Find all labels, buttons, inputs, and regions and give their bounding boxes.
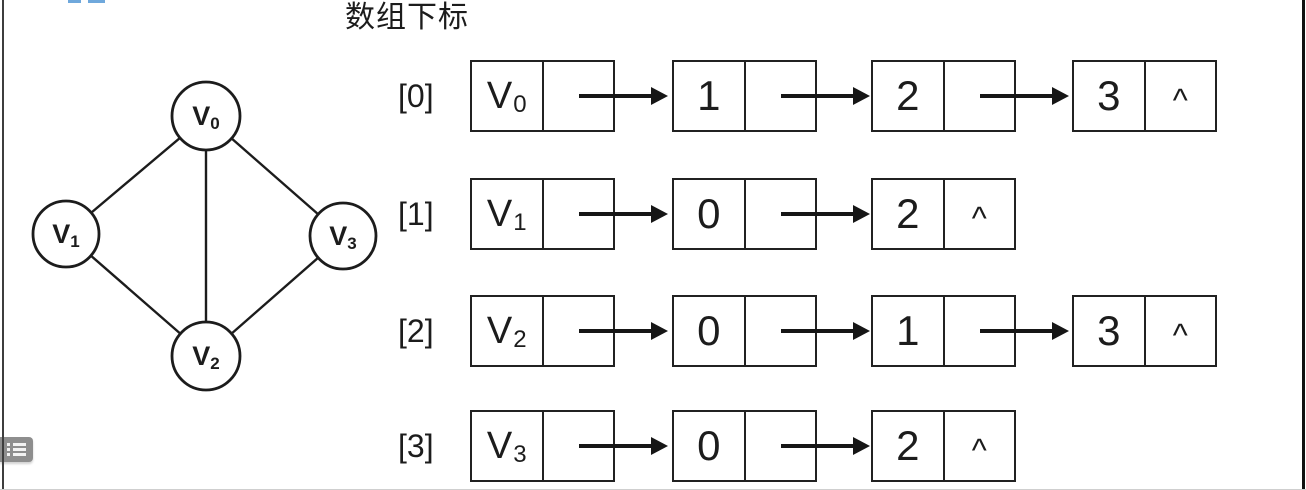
data-cell: 3: [1074, 62, 1146, 130]
vertex-subscript: 3: [513, 441, 527, 468]
vertex-label: V: [486, 193, 513, 235]
pointer-arrow-icon: [781, 205, 870, 223]
clipped-blue-mark: [88, 0, 105, 3]
row-index-label: [2]: [398, 312, 434, 349]
vertex-subscript: 0: [513, 91, 527, 118]
graph-node-v3: [308, 201, 378, 271]
window-left-border: [2, 0, 4, 490]
window-right-border: [1302, 0, 1305, 490]
pointer-cell: ^: [945, 412, 1015, 480]
data-cell: 1: [674, 62, 746, 130]
data-cell: 3: [1074, 297, 1146, 365]
list-node-box: 1: [871, 295, 1016, 367]
pointer-arrow-icon: [980, 87, 1069, 105]
data-cell: 2: [873, 412, 945, 480]
list-node-box: 3^: [1072, 295, 1217, 367]
graph-node-v0: [170, 80, 242, 152]
pointer-arrow-icon: [579, 437, 668, 455]
vertex-subscript: 1: [513, 209, 527, 236]
list-node-box: 2^: [871, 410, 1016, 482]
graph-node-v2: [170, 320, 242, 392]
row-index-label: [3]: [398, 427, 434, 464]
pointer-cell: ^: [945, 180, 1015, 248]
data-cell: 0: [674, 297, 746, 365]
data-cell: 2: [873, 62, 945, 130]
pointer-arrow-icon: [781, 87, 870, 105]
data-cell: 0: [674, 180, 746, 248]
vertex-label: V: [486, 75, 513, 117]
graph-node-v1: [31, 199, 101, 269]
pointer-cell: ^: [1146, 297, 1216, 365]
pointer-arrow-icon: [579, 322, 668, 340]
list-node-box: 0: [672, 295, 817, 367]
data-cell: 0: [674, 412, 746, 480]
pointer-arrow-icon: [781, 322, 870, 340]
pointer-arrow-icon: [579, 205, 668, 223]
null-marker: ^: [971, 200, 987, 236]
list-node-box: 2^: [871, 178, 1016, 250]
vertex-label: V: [486, 425, 513, 467]
null-marker: ^: [971, 432, 987, 468]
null-marker: ^: [1172, 317, 1188, 353]
data-cell: 1: [873, 297, 945, 365]
toc-tab-button[interactable]: [0, 437, 33, 462]
array-index-caption: 数组下标: [345, 1, 469, 34]
list-node-box: 3^: [1072, 60, 1217, 132]
pointer-arrow-icon: [579, 87, 668, 105]
vertex-subscript: 2: [513, 326, 527, 353]
clipped-blue-mark: [68, 0, 81, 3]
pointer-arrow-icon: [980, 322, 1069, 340]
null-marker: ^: [1172, 82, 1188, 118]
data-cell: 2: [873, 180, 945, 248]
row-index-label: [0]: [398, 77, 434, 114]
pointer-cell: ^: [1146, 62, 1216, 130]
vertex-label: V: [486, 310, 513, 352]
pointer-arrow-icon: [781, 437, 870, 455]
row-index-label: [1]: [398, 195, 434, 232]
